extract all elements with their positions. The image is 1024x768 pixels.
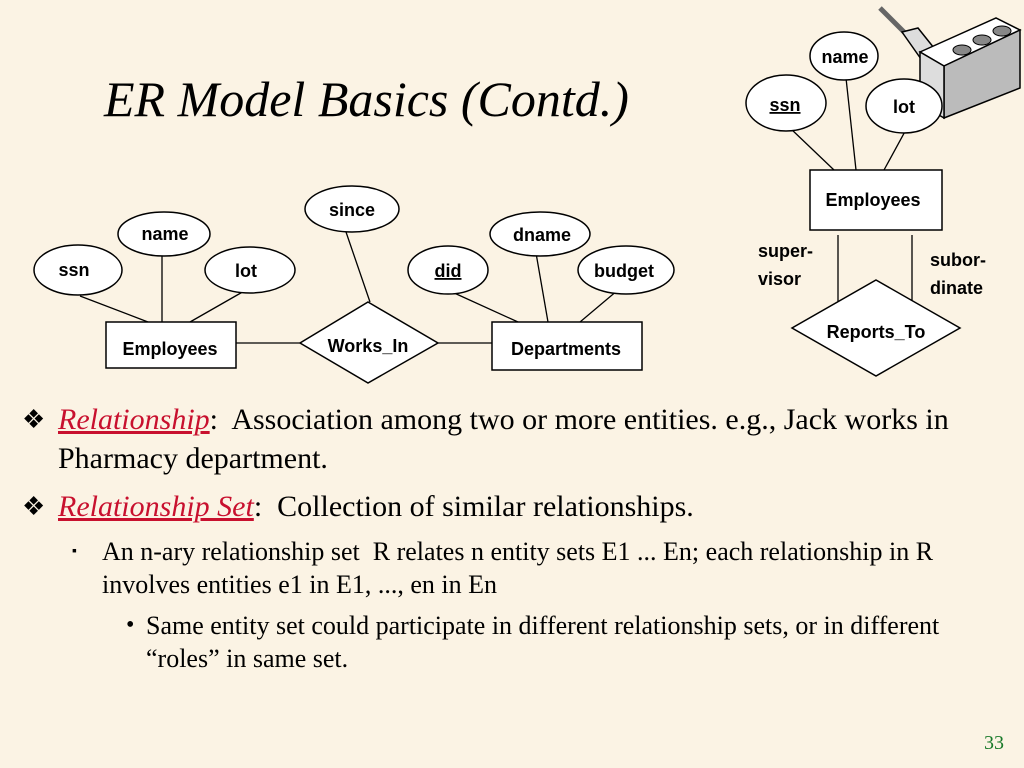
er-diagram: ssn name lot since did dname budget Empl…: [33, 6, 1022, 384]
bullet-relationship: ❖ Relationship: Association among two or …: [22, 400, 1012, 478]
sub-sub-bullet-roles-text: Same entity set could participate in dif…: [146, 611, 940, 673]
label-employees-left: Employees: [122, 339, 217, 359]
attr-lot-left: [204, 246, 296, 294]
entity-employees-left: [105, 321, 237, 369]
label-ssn-right: ssn: [769, 95, 800, 115]
relationship-works-in: [298, 301, 440, 384]
label-lot-right: lot: [893, 97, 915, 117]
term-separator: :: [253, 490, 263, 523]
term-relationship-set: Relationship Set: [58, 490, 254, 523]
role-supervisor-line2: visor: [758, 269, 801, 289]
label-name-right: name: [821, 47, 868, 67]
page-number: 33: [984, 732, 1004, 754]
sub-sub-bullet-roles: • Same entity set could participate in di…: [22, 609, 1012, 675]
relationship-reports-to: [790, 279, 962, 377]
attr-dname: [489, 211, 591, 257]
attr-ssn-right: [745, 74, 827, 132]
attr-lot-right: [865, 78, 943, 134]
attr-name-left: [117, 211, 211, 257]
term-separator: :: [209, 403, 218, 436]
label-works-in: Works_In: [328, 336, 409, 356]
label-employees-right: Employees: [825, 190, 920, 210]
bullet-relationship-set-text: Collection of similar relationships.: [262, 490, 694, 523]
role-subordinate-line1: subor-: [930, 250, 986, 270]
bullet-relationship-text: Association among two or more entities. …: [58, 403, 957, 475]
slide-title: ER Model Basics (Contd.): [104, 71, 629, 127]
attr-budget: [577, 245, 675, 295]
attr-ssn-left: [33, 244, 123, 296]
label-dname: dname: [513, 225, 571, 245]
term-relationship: Relationship: [58, 403, 210, 436]
label-reports-to: Reports_To: [827, 322, 926, 342]
attr-did: [407, 245, 489, 295]
label-budget: budget: [594, 261, 654, 281]
round-bullet-icon: •: [126, 612, 135, 638]
role-subordinate-line2: dinate: [930, 278, 983, 298]
entity-departments: [491, 321, 643, 371]
diamond-flower-bullet-icon: ❖: [22, 492, 46, 521]
entity-employees-right: [809, 169, 943, 231]
label-since: since: [329, 200, 375, 220]
attr-name-right: [809, 31, 879, 81]
label-ssn-left: ssn: [58, 260, 89, 280]
label-departments: Departments: [511, 339, 621, 359]
role-supervisor-line1: super-: [758, 241, 813, 261]
diamond-flower-bullet-icon: ❖: [22, 405, 46, 434]
small-square-bullet-icon: ▪: [72, 544, 77, 559]
attr-since: [304, 185, 400, 233]
label-lot-left: lot: [235, 261, 257, 281]
sub-bullet-nary: ▪ An n-ary relationship set R relates n e…: [22, 535, 1012, 601]
bullet-list: ❖ Relationship: Association among two or …: [22, 400, 1012, 675]
sub-bullet-nary-text: An n-ary relationship set R relates n en…: [102, 537, 940, 599]
bullet-relationship-set: ❖ Relationship Set: Collection of similar…: [22, 487, 1012, 526]
label-did: did: [435, 261, 462, 281]
label-name-left: name: [141, 224, 188, 244]
